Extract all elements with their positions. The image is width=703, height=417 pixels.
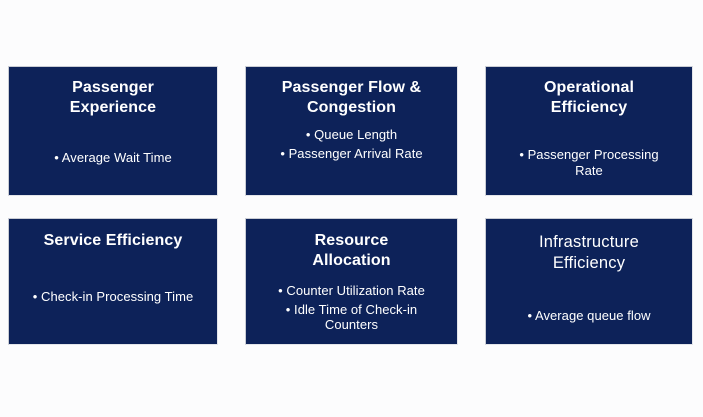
bullet-item: • Average Wait Time [54, 149, 172, 165]
bullet-item: • Idle Time of Check-in Counters [285, 301, 418, 333]
card-bullet-list: • Average queue flow [486, 308, 692, 324]
card-bullet-list: • Average Wait Time [9, 150, 217, 166]
bullet-item: • Counter Utilization Rate [278, 282, 425, 298]
card-title: Passenger Flow & Congestion [281, 79, 422, 117]
card-passenger-flow-congestion[interactable]: Passenger Flow & Congestion • Queue Leng… [245, 66, 458, 196]
card-title: Service Efficiency [43, 232, 183, 249]
card-title: Infrastructure Efficiency [538, 233, 639, 273]
card-infrastructure-efficiency[interactable]: Infrastructure Efficiency • Average queu… [485, 218, 693, 345]
card-service-efficiency[interactable]: Service Efficiency • Check-in Processing… [8, 218, 218, 345]
card-title: Passenger Experience [69, 79, 157, 117]
card-bullet-list: • Passenger Processing Rate [486, 147, 692, 178]
card-resource-allocation[interactable]: Resource Allocation • Counter Utilizatio… [245, 218, 458, 345]
card-title: Resource Allocation [312, 232, 391, 270]
card-title: Operational Efficiency [543, 79, 634, 117]
card-bullet-list: • Check-in Processing Time [9, 289, 217, 305]
card-bullet-list: • Queue Length • Passenger Arrival Rate [246, 127, 457, 161]
bullet-item: • Average queue flow [527, 308, 651, 324]
card-operational-efficiency[interactable]: Operational Efficiency • Passenger Proce… [485, 66, 693, 196]
bullet-item: • Passenger Arrival Rate [280, 145, 423, 161]
bullet-item: • Queue Length [305, 126, 398, 142]
bullet-item: • Check-in Processing Time [32, 289, 194, 305]
card-passenger-experience[interactable]: Passenger Experience • Average Wait Time [8, 66, 218, 196]
bullet-item: • Passenger Processing Rate [519, 146, 659, 178]
card-bullet-list: • Counter Utilization Rate • Idle Time o… [246, 283, 457, 333]
